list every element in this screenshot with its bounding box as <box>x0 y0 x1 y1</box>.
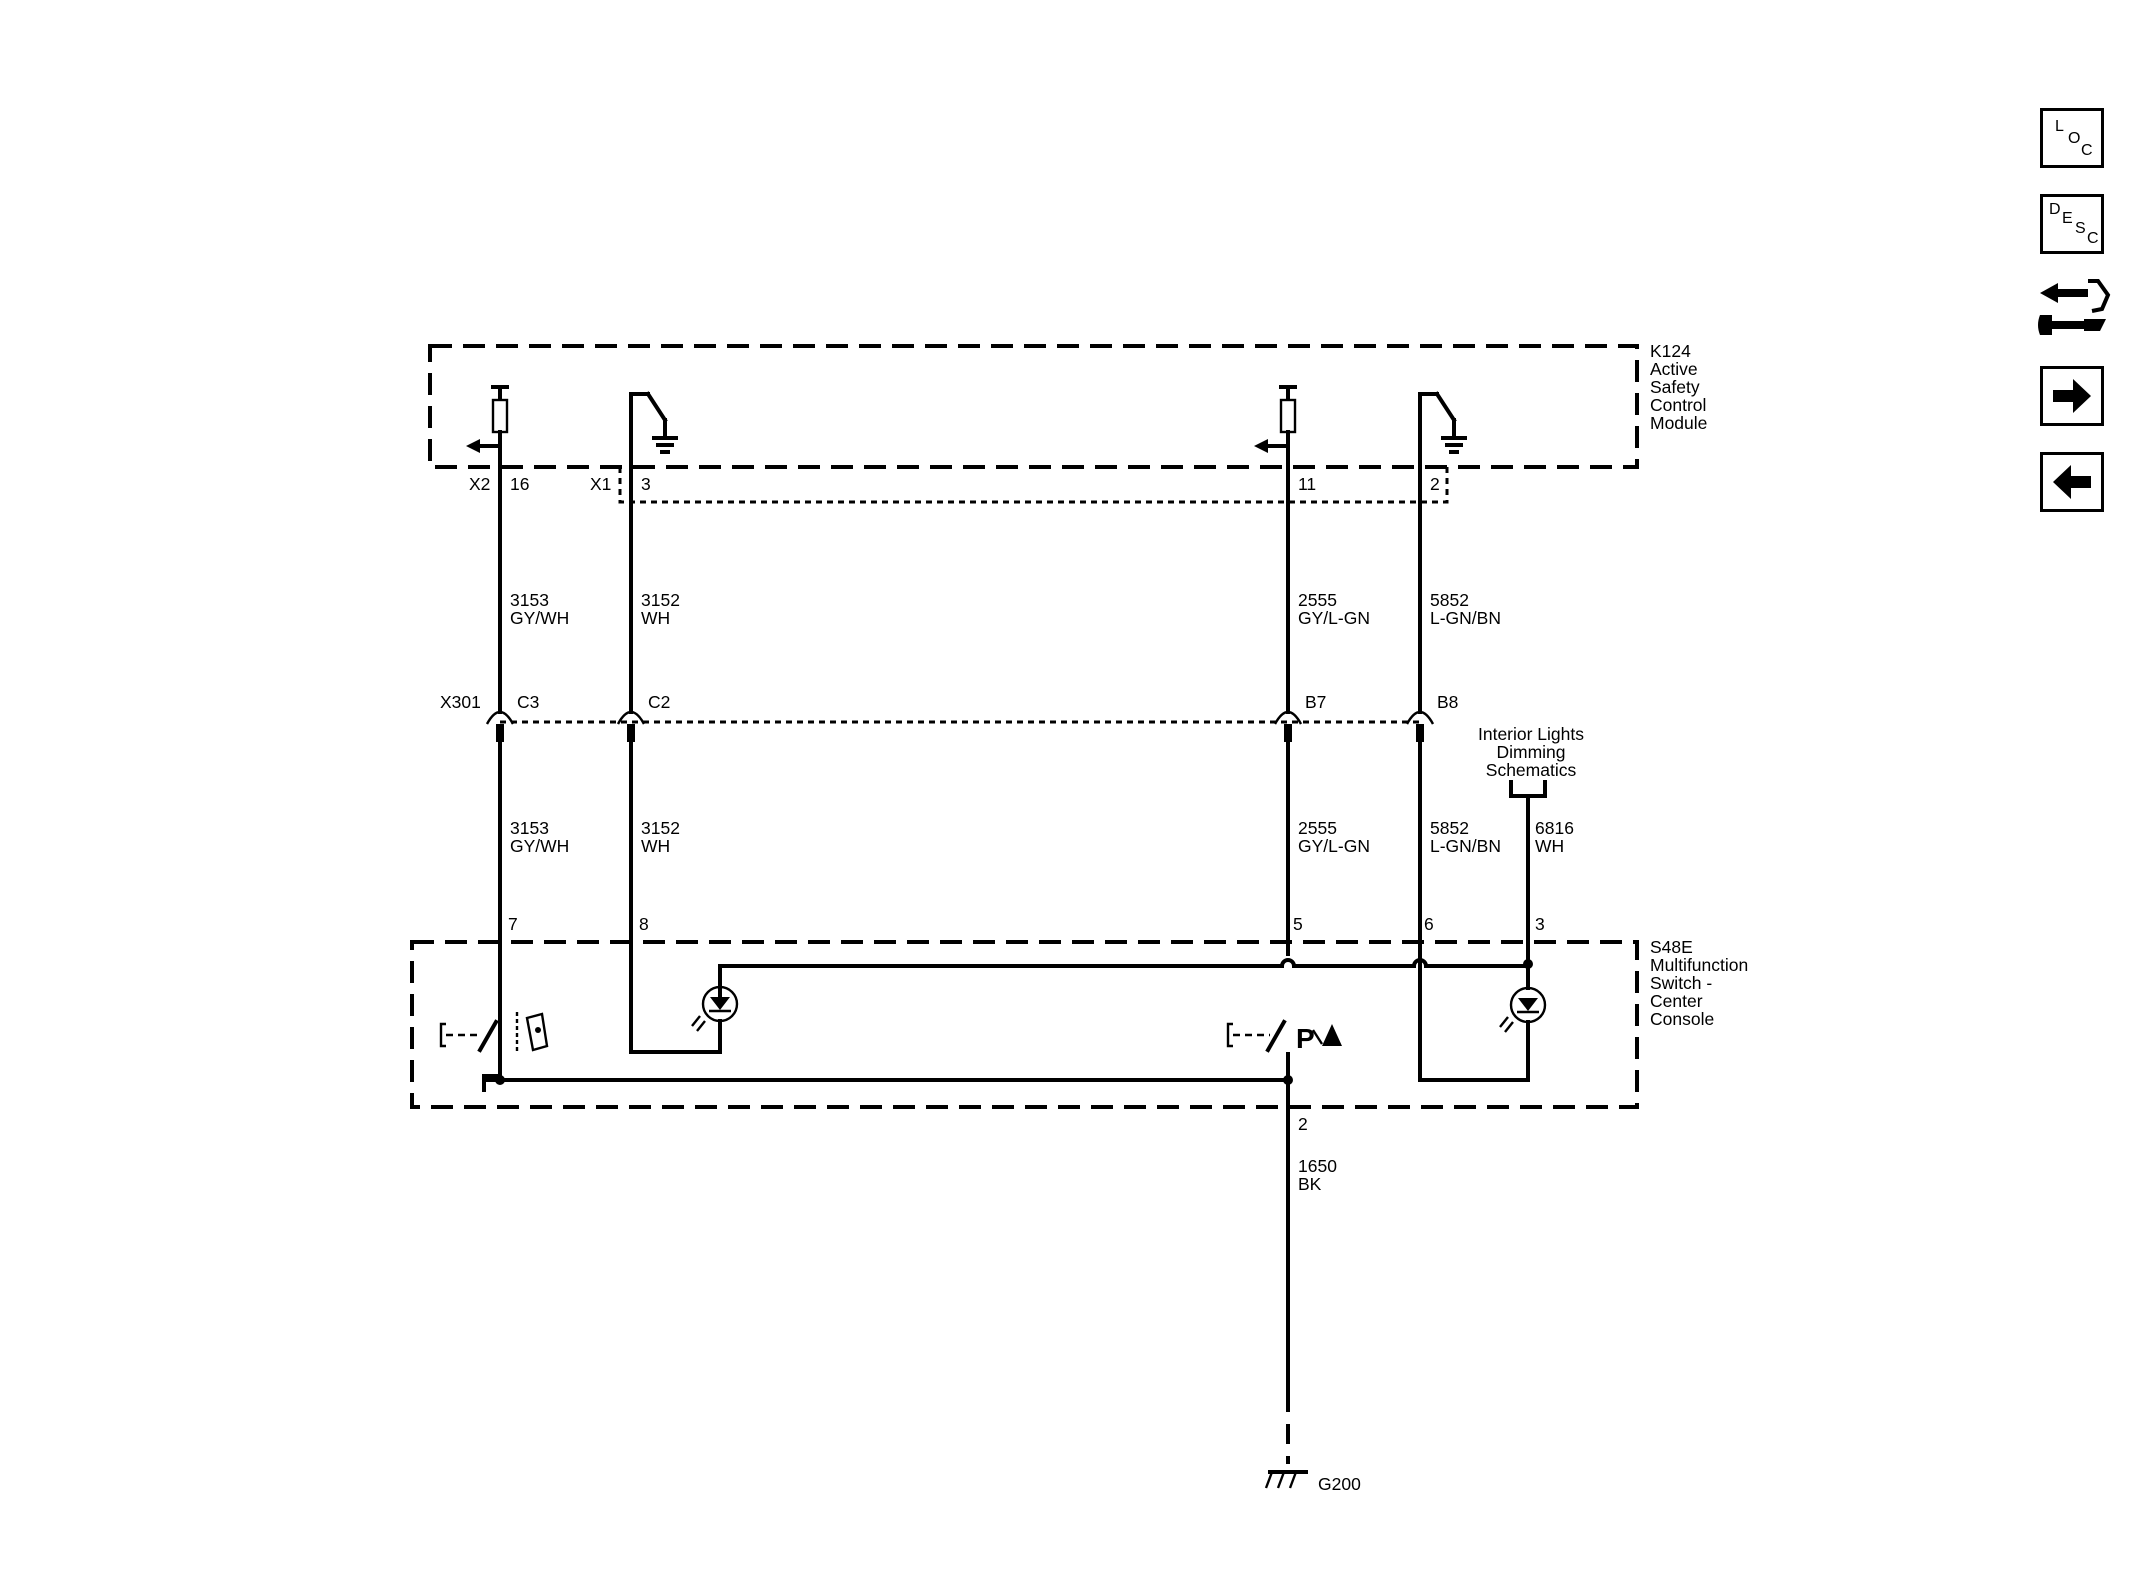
inline-connector-icon <box>485 710 515 742</box>
low-side-driver-icon <box>629 391 678 454</box>
pin-11-label: 11 <box>1298 474 1316 494</box>
reference-bracket <box>1509 780 1547 798</box>
s48e-label-4: Center <box>1650 991 1703 1011</box>
pin-8-label: 8 <box>639 914 649 934</box>
chassis-ground-icon <box>1264 1470 1308 1489</box>
s48e-label-2: Multifunction <box>1650 955 1748 975</box>
pin-16-label: 16 <box>510 474 529 494</box>
park-assist-switch-icon: P <box>1226 1019 1342 1054</box>
wire-3152-color-lower: WH <box>641 836 670 856</box>
pin-b8-label: B8 <box>1437 692 1458 712</box>
desc-letter-s: S <box>2075 220 2086 237</box>
switch-1-common <box>482 1074 502 1092</box>
reference-label-3: Schematics <box>1486 760 1577 780</box>
illumination-bus <box>718 958 1530 1006</box>
desc-letter-c: C <box>2087 230 2099 247</box>
loc-letter-c: C <box>2081 142 2093 159</box>
pin-2-ground-label: 2 <box>1298 1114 1308 1134</box>
pin-5-label: 5 <box>1293 914 1303 934</box>
led-2-return <box>1418 952 1530 1082</box>
arrow-right-icon <box>2053 379 2091 413</box>
pin-2-label: 2 <box>1430 474 1440 494</box>
wire-3152-circuit-lower: 3152 <box>641 818 680 838</box>
reference-label-2: Dimming <box>1496 742 1565 762</box>
pin-c3-label: C3 <box>517 692 539 712</box>
x1-connector-outline <box>618 467 1449 504</box>
k124-label-5: Module <box>1650 413 1707 433</box>
s48e-module-outline <box>410 940 1639 1109</box>
k124-label-4: Control <box>1650 395 1706 415</box>
ground-g200-label: G200 <box>1318 1474 1361 1494</box>
prev-button[interactable] <box>2040 452 2104 512</box>
wire-2555-color-lower: GY/L-GN <box>1298 836 1370 856</box>
k124-module-outline <box>428 344 1639 469</box>
wire-2555-circuit-lower: 2555 <box>1298 818 1337 838</box>
s48e-label-1: S48E <box>1650 937 1693 957</box>
pin-6-label: 6 <box>1424 914 1434 934</box>
s48e-label-5: Console <box>1650 1009 1714 1029</box>
led-indicator-icon <box>1499 986 1547 1033</box>
inline-connector-icon <box>616 710 646 742</box>
reference-label-1: Interior Lights <box>1478 724 1584 744</box>
wire-3153-color-lower: GY/WH <box>510 836 569 856</box>
wire-2555-color: GY/L-GN <box>1298 608 1370 628</box>
splice-point <box>495 1075 505 1085</box>
inline-connector-icon <box>1273 710 1303 742</box>
loc-letter-o: O <box>2068 130 2081 147</box>
low-side-driver-icon <box>1418 391 1467 454</box>
desc-letter-e: E <box>2062 210 2073 227</box>
camera-switch-icon <box>439 1012 549 1053</box>
loc-letter-l: L <box>2055 118 2064 135</box>
wire-1650-circuit: 1650 <box>1298 1156 1337 1176</box>
wire-3152-color: WH <box>641 608 670 628</box>
k124-label-1: K124 <box>1650 341 1691 361</box>
pin-3-label: 3 <box>1535 914 1545 934</box>
connector-x2-label: X2 <box>469 474 490 494</box>
arrow-left-icon <box>2053 465 2091 499</box>
wire-2555-circuit: 2555 <box>1298 590 1337 610</box>
connector-wrench-icon[interactable] <box>2036 275 2112 345</box>
s48e-label-3: Switch - <box>1650 973 1712 993</box>
next-button[interactable] <box>2040 366 2104 426</box>
svg-text:P: P <box>1296 1023 1315 1054</box>
wire-6816-circuit: 6816 <box>1535 818 1574 838</box>
k124-label-2: Active <box>1650 359 1698 379</box>
wire-5852-circuit-lower: 5852 <box>1430 818 1469 838</box>
connector-x301-label: X301 <box>440 692 481 712</box>
loc-button[interactable]: L O C <box>2040 108 2104 168</box>
wire-5852-color: L-GN/BN <box>1430 608 1501 628</box>
inline-connector-icon <box>1405 710 1435 742</box>
pin-3-label: 3 <box>641 474 651 494</box>
wire-3152-circuit: 3152 <box>641 590 680 610</box>
k124-label-3: Safety <box>1650 377 1700 397</box>
pin-b7-label: B7 <box>1305 692 1326 712</box>
wire-5852-color-lower: L-GN/BN <box>1430 836 1501 856</box>
wire-5852-circuit: 5852 <box>1430 590 1469 610</box>
pin-7-label: 7 <box>508 914 518 934</box>
wire-3153-circuit-lower: 3153 <box>510 818 549 838</box>
desc-letter-d: D <box>2049 201 2061 218</box>
wire-3153-color: GY/WH <box>510 608 569 628</box>
wire-6816-color: WH <box>1535 836 1564 856</box>
wire-1650-color: BK <box>1298 1174 1322 1194</box>
pullup-resistor-icon <box>466 385 509 453</box>
pin-c2-label: C2 <box>648 692 670 712</box>
connector-x1-label: X1 <box>590 474 611 494</box>
pullup-resistor-icon <box>1254 385 1297 453</box>
desc-button[interactable]: D E S C <box>2040 194 2104 254</box>
led-indicator-icon <box>691 985 739 1032</box>
led-1-return <box>629 1019 722 1054</box>
wire-3153-circuit: 3153 <box>510 590 549 610</box>
